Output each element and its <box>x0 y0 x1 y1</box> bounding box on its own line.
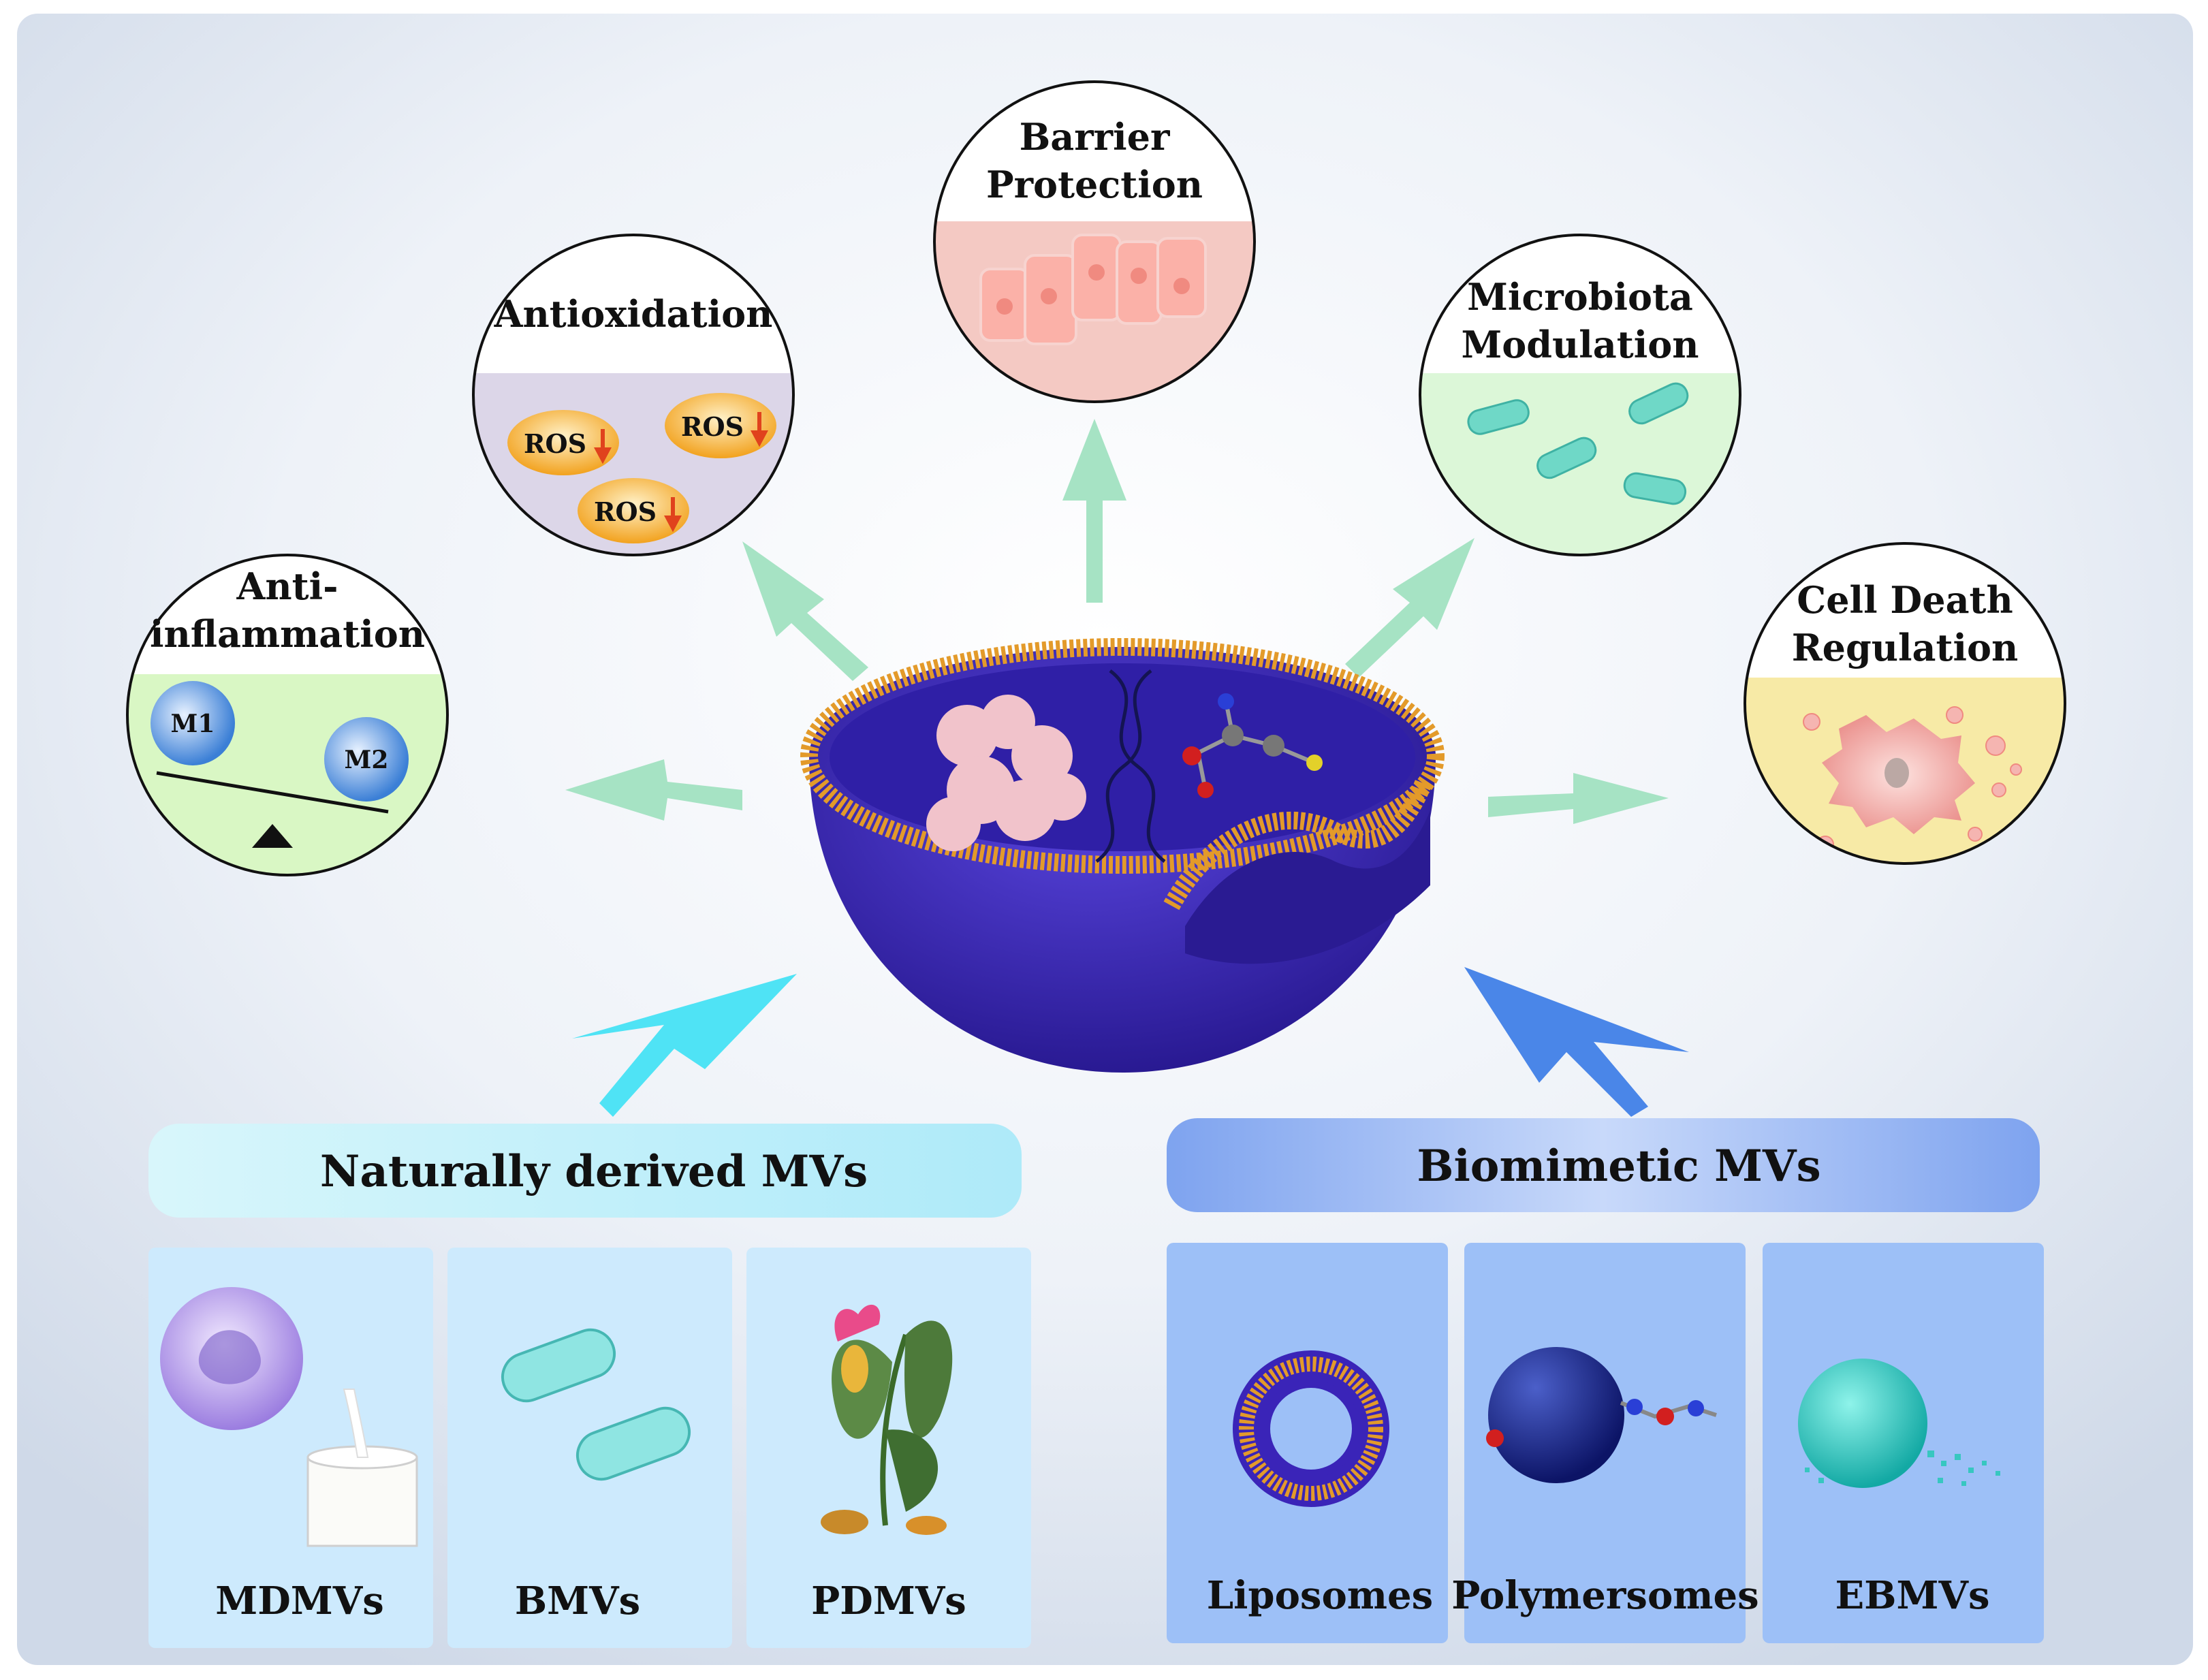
natural-banner-title: Naturally derived MVs <box>320 1146 868 1197</box>
plant-icon <box>821 1304 953 1535</box>
mdmvs-label: MDMVs <box>215 1579 384 1623</box>
anti-inflammation-title-1: Anti- <box>236 565 338 608</box>
vesicle-budding-fold <box>1163 780 1432 910</box>
balance-beam <box>156 771 389 814</box>
barrier-protection-node: Barrier Protection <box>933 80 1256 403</box>
cyan-arrow-natural <box>572 974 797 1117</box>
milk-glass-icon <box>306 1389 418 1547</box>
epithelial-nuclei <box>996 264 1190 315</box>
ros-label-1: ROS <box>524 428 586 459</box>
cell-death-title-2: Regulation <box>1792 626 2019 669</box>
microbiota-title-2: Modulation <box>1461 323 1699 366</box>
dying-cell-nucleus <box>1884 758 1909 788</box>
ros-bubble-1 <box>507 410 619 475</box>
arrow-to-cell-death-regulation <box>1488 773 1669 824</box>
protein-cargo <box>926 695 1086 851</box>
bmvs-label: BMVs <box>515 1579 640 1623</box>
m1-label: M1 <box>171 710 215 738</box>
mammalian-cell-nucleus <box>198 1330 261 1384</box>
biomimetic-banner-title: Biomimetic MVs <box>1417 1141 1820 1192</box>
vesicle-inner-cavity <box>830 663 1415 851</box>
bacteria-group <box>1467 382 1689 505</box>
cell-death-regulation-node: Cell Death Regulation <box>1744 542 2066 865</box>
barrier-title-1: Barrier <box>1020 115 1170 159</box>
arrow-to-microbiota-modulation <box>1345 538 1474 678</box>
biomimetic-section: Biomimetic MVs Liposomes Polymersomes <box>1167 1118 2044 1643</box>
dna-cargo <box>1095 669 1166 863</box>
ros-bubble-2 <box>665 393 776 458</box>
biomimetic-banner <box>1167 1118 2040 1212</box>
arrow-to-anti-inflammation <box>565 759 742 821</box>
anti-inflammation-title-2: inflammation <box>150 612 425 656</box>
central-vesicle <box>800 638 1445 1073</box>
pdmvs-panel <box>746 1248 1031 1648</box>
apoptotic-bodies <box>1803 706 2022 853</box>
vesicle-fold-shadow <box>1185 810 1430 964</box>
function-arrows <box>565 419 1669 824</box>
anti-inflammation-node: Anti- inflammation M1 M2 <box>126 554 449 876</box>
m2-label: M2 <box>345 746 389 774</box>
ebmv-icon <box>1798 1359 2000 1488</box>
blue-arrow-biomimetic <box>1464 967 1689 1117</box>
ros-down-arrows <box>594 412 768 533</box>
balance-fulcrum <box>252 824 293 848</box>
ros-label-2: ROS <box>681 411 744 442</box>
vesicle-rim-bilayer <box>800 638 1445 874</box>
arrow-to-barrier-protection <box>1062 419 1126 603</box>
microbiota-title-1: Microbiota <box>1467 275 1693 319</box>
bacteria-icon <box>501 1328 691 1481</box>
small-molecule-cargo <box>1182 693 1323 798</box>
polymersomes-label: Polymersomes <box>1451 1573 1758 1618</box>
arrow-to-antioxidation <box>742 541 868 681</box>
polymersome-icon <box>1486 1347 1717 1483</box>
ros-bubble-3 <box>578 478 689 543</box>
liposomes-label: Liposomes <box>1207 1573 1433 1618</box>
barrier-title-2: Protection <box>986 163 1203 206</box>
ebmvs-label: EBMVs <box>1835 1573 1990 1618</box>
liposome-icon <box>1233 1350 1389 1507</box>
natural-banner <box>148 1124 1022 1218</box>
naturally-derived-section: Naturally derived MVs MDMVs BMVs <box>148 1124 1031 1648</box>
antioxidation-node: Antioxidation ROS ROS ROS <box>472 234 795 556</box>
m2-macrophage <box>324 717 409 802</box>
pdmvs-label: PDMVs <box>811 1579 966 1623</box>
ros-label-3: ROS <box>594 496 657 527</box>
m1-macrophage <box>151 681 235 765</box>
antioxidation-title: Antioxidation <box>494 292 773 336</box>
cell-death-title-1: Cell Death <box>1797 578 2013 622</box>
